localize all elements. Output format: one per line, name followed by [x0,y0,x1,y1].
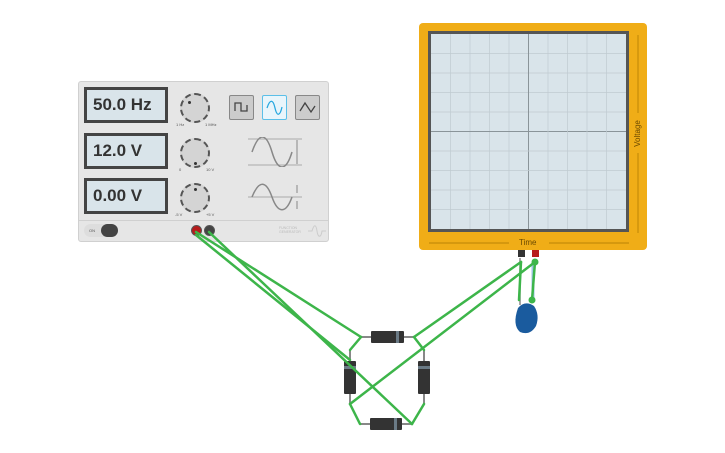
offset-min-label: -5 V [175,212,183,217]
scope-positive-probe[interactable] [532,250,539,257]
sine-wave-icon [266,100,283,115]
amplitude-max-label: 10 V [206,167,215,172]
frequency-display: 50.0 Hz [84,87,168,123]
amplitude-illustration [248,137,302,167]
bottom-bar: ON FUNCTION GENERATOR [79,220,328,241]
power-toggle[interactable]: ON [84,224,118,237]
offset-display: 0.00 V [84,178,168,214]
frequency-knob[interactable] [180,93,210,123]
offset-max-label: +5 V [206,212,215,217]
amplitude-min-label: 0 [179,167,182,172]
wires[interactable] [194,230,537,426]
square-wave-button[interactable] [229,95,254,120]
frequency-max-label: 1 MHz [205,122,217,127]
offset-knob[interactable] [180,183,210,213]
triangle-wave-icon [299,101,316,114]
sine-wave-button[interactable] [262,95,287,120]
time-axis-label: Time [519,238,537,247]
oscilloscope-grid [431,34,626,229]
offset-illustration [248,183,302,211]
brand-label: FUNCTION GENERATOR [279,226,301,234]
diode-bottom[interactable] [370,418,402,430]
square-wave-icon [234,102,248,112]
frequency-min-label: 1 Hz [176,122,185,127]
oscilloscope-screen [428,31,629,232]
diode-top[interactable] [371,331,404,343]
triangle-wave-button[interactable] [295,95,320,120]
function-generator: 50.0 Hz 12.0 V 0.00 V 1 Hz 1 MHz 0 10 V … [78,81,329,242]
function-generator-logo-icon [308,225,326,237]
diode-right[interactable] [418,361,430,394]
amplitude-display: 12.0 V [84,133,168,169]
scope-negative-probe[interactable] [518,250,525,257]
power-label: ON [89,228,95,233]
negative-terminal[interactable] [204,225,215,236]
oscilloscope: Time Voltage [419,23,647,250]
axis-rulers [429,35,639,244]
amplitude-knob[interactable] [180,138,210,168]
